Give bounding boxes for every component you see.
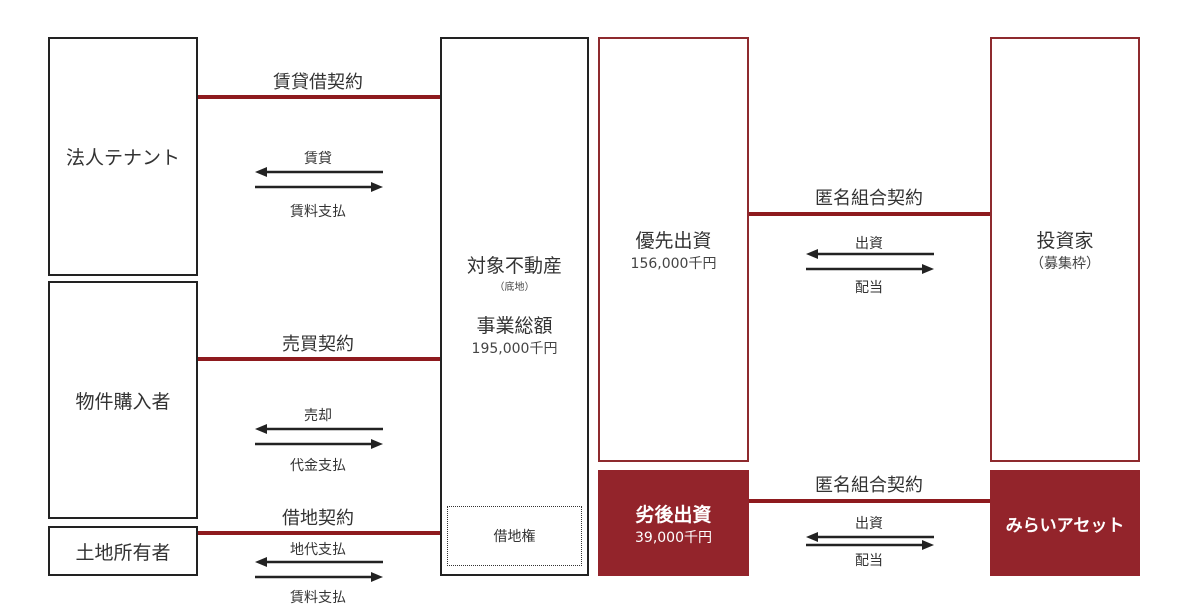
buyer-box: 物件購入者: [48, 281, 198, 519]
land-left-label: 地代支払: [290, 542, 346, 558]
pref-left-label: 出資: [855, 236, 883, 252]
arrow-left-icon: [255, 424, 383, 434]
buyer-label: 物件購入者: [75, 390, 171, 413]
property-title: 対象不動産: [466, 255, 562, 277]
tk1-contract-line: [749, 212, 990, 216]
sale-contract-line: [198, 357, 440, 361]
tk2-contract-label: 匿名組合契約: [815, 475, 923, 496]
investor-label: 投資家: [1036, 230, 1094, 252]
sale-right-label: 代金支払: [290, 458, 346, 474]
subordinated-box: 劣後出資 39,000千円: [598, 470, 749, 576]
total-value: 195,000千円: [471, 341, 558, 357]
investor-sub: （募集枠）: [1030, 256, 1100, 272]
arrow-left-icon: [255, 167, 383, 177]
land-contract-label: 借地契約: [282, 508, 354, 529]
arrow-right-icon: [255, 572, 383, 582]
arrow-right-icon: [806, 264, 934, 274]
lease-contract-label: 賃貸借契約: [273, 72, 363, 93]
preferred-box: 優先出資 156,000千円: [598, 37, 749, 462]
arrow-right-icon: [255, 439, 383, 449]
pref-right-label: 配当: [855, 280, 883, 296]
tk1-contract-label: 匿名組合契約: [815, 188, 923, 209]
total-label: 事業総額: [476, 315, 553, 337]
arrow-left-icon: [806, 249, 934, 259]
sale-left-label: 売却: [304, 408, 332, 424]
sponsor-label: みらいアセット: [1005, 515, 1125, 536]
lease-contract-line: [198, 95, 440, 99]
investor-box: 投資家 （募集枠）: [990, 37, 1140, 462]
lease-left-label: 賃貸: [304, 151, 332, 167]
sub-left-label: 出資: [855, 516, 883, 532]
arrow-right-icon: [806, 540, 934, 550]
leasehold-label: 借地権: [493, 529, 536, 545]
land-contract-line: [198, 531, 440, 535]
preferred-value: 156,000千円: [630, 256, 717, 272]
arrow-left-icon: [806, 532, 934, 542]
lease-right-label: 賃料支払: [290, 204, 346, 220]
arrow-right-icon: [255, 182, 383, 192]
land-right-label: 賃料支払: [290, 590, 346, 606]
tenant-label: 法人テナント: [65, 147, 180, 169]
preferred-label: 優先出資: [635, 230, 712, 252]
property-box: 対象不動産 （底地） 事業総額 195,000千円: [440, 37, 589, 576]
landowner-label: 土地所有者: [75, 541, 171, 564]
sale-contract-label: 売買契約: [282, 334, 354, 355]
sponsor-box: みらいアセット: [990, 470, 1140, 576]
landowner-box: 土地所有者: [48, 526, 198, 576]
arrow-left-icon: [255, 557, 383, 567]
sub-right-label: 配当: [855, 553, 883, 569]
tenant-box: 法人テナント: [48, 37, 198, 276]
property-subtitle: （底地）: [494, 282, 535, 293]
tk2-contract-line: [749, 499, 990, 503]
leasehold-box: 借地権: [447, 506, 582, 566]
subordinated-label: 劣後出資: [635, 503, 712, 526]
subordinated-value: 39,000千円: [635, 529, 712, 546]
